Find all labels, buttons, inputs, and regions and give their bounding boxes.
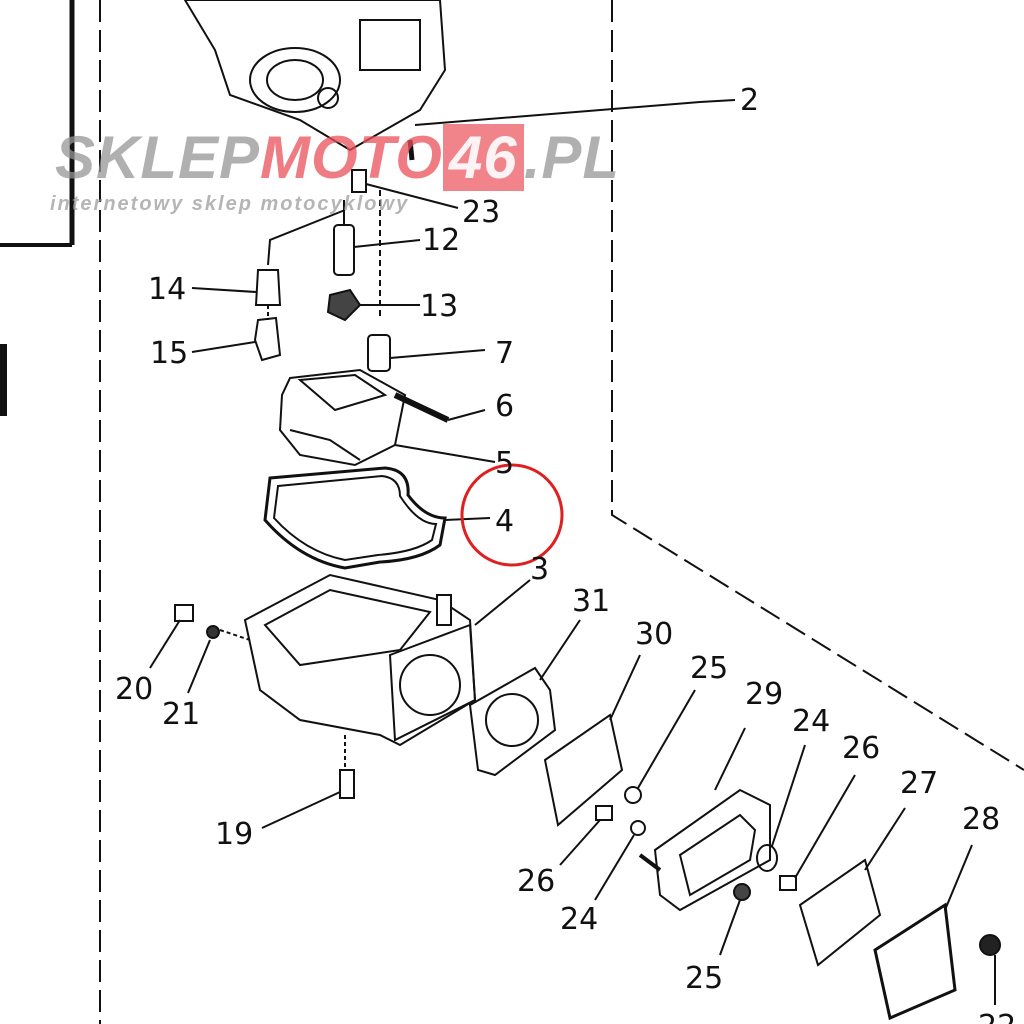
part-label-7[interactable]: 7 bbox=[495, 336, 514, 371]
diaphragm-30 bbox=[543, 713, 624, 827]
leader-line bbox=[365, 183, 459, 209]
frame-mark bbox=[0, 344, 7, 416]
fuel-pump-body-29 bbox=[638, 788, 771, 912]
watermark-46: 46 bbox=[442, 124, 524, 191]
screw-26 bbox=[779, 875, 797, 891]
part-label-25[interactable]: 25 bbox=[690, 651, 728, 686]
part-label-22[interactable]: 22 bbox=[978, 1009, 1016, 1024]
needle-valve-7 bbox=[367, 334, 391, 372]
valve-24 bbox=[756, 844, 778, 872]
part-label-26[interactable]: 26 bbox=[517, 864, 555, 899]
diaphragm-gasket-31 bbox=[468, 666, 557, 777]
pilot-jet-15 bbox=[253, 316, 282, 362]
part-label-24[interactable]: 24 bbox=[792, 704, 830, 739]
watermark-pl: .PL bbox=[523, 124, 621, 191]
float-chamber-3 bbox=[243, 573, 477, 770]
pump-cover-28 bbox=[873, 902, 957, 1021]
part-label-27[interactable]: 27 bbox=[900, 766, 938, 801]
part-label-30[interactable]: 30 bbox=[635, 617, 673, 652]
watermark-moto: MOTO bbox=[260, 124, 443, 191]
washer-21 bbox=[206, 625, 220, 639]
part-label-24[interactable]: 24 bbox=[560, 902, 598, 937]
float-5 bbox=[278, 368, 407, 467]
leader-line bbox=[414, 99, 736, 126]
screw-22 bbox=[979, 934, 1001, 956]
part-label-2[interactable]: 2 bbox=[740, 83, 759, 118]
watermark-tagline: internetowy sklep motocyklowy bbox=[50, 193, 410, 215]
main-jet-12 bbox=[333, 224, 355, 276]
washer-25 bbox=[624, 786, 642, 804]
valve-24 bbox=[630, 820, 646, 836]
part-label-19[interactable]: 19 bbox=[215, 817, 253, 852]
part-label-15[interactable]: 15 bbox=[150, 336, 188, 371]
highlight-circle bbox=[460, 463, 564, 567]
nut-13 bbox=[326, 288, 362, 322]
part-label-28[interactable]: 28 bbox=[962, 802, 1000, 837]
part-label-14[interactable]: 14 bbox=[148, 272, 186, 307]
part-label-23[interactable]: 23 bbox=[462, 195, 500, 230]
part-label-20[interactable]: 20 bbox=[115, 672, 153, 707]
part-label-5[interactable]: 5 bbox=[495, 446, 514, 481]
part-label-12[interactable]: 12 bbox=[422, 223, 460, 258]
washer-25 bbox=[733, 883, 751, 901]
carburetor-body bbox=[183, 0, 447, 161]
screw-20 bbox=[174, 604, 194, 622]
float-pin-6 bbox=[393, 392, 450, 423]
part-label-4[interactable]: 4 bbox=[495, 504, 514, 539]
part-label-21[interactable]: 21 bbox=[162, 697, 200, 732]
screw-26 bbox=[595, 805, 613, 821]
dashed-boundary bbox=[611, 0, 1024, 771]
drain-screw-19 bbox=[339, 769, 355, 799]
part-label-25[interactable]: 25 bbox=[685, 961, 723, 996]
part-label-31[interactable]: 31 bbox=[572, 584, 610, 619]
gasket-27 bbox=[798, 858, 882, 967]
part-label-29[interactable]: 29 bbox=[745, 677, 783, 712]
part-label-6[interactable]: 6 bbox=[495, 389, 514, 424]
float-chamber-gasket-4 bbox=[263, 466, 447, 570]
part-label-3[interactable]: 3 bbox=[530, 552, 549, 587]
watermark-sklep: SKLEP bbox=[55, 124, 261, 191]
part-label-26[interactable]: 26 bbox=[842, 731, 880, 766]
screw-23 bbox=[351, 169, 367, 193]
part-label-13[interactable]: 13 bbox=[420, 289, 458, 324]
screw-14 bbox=[254, 269, 282, 306]
